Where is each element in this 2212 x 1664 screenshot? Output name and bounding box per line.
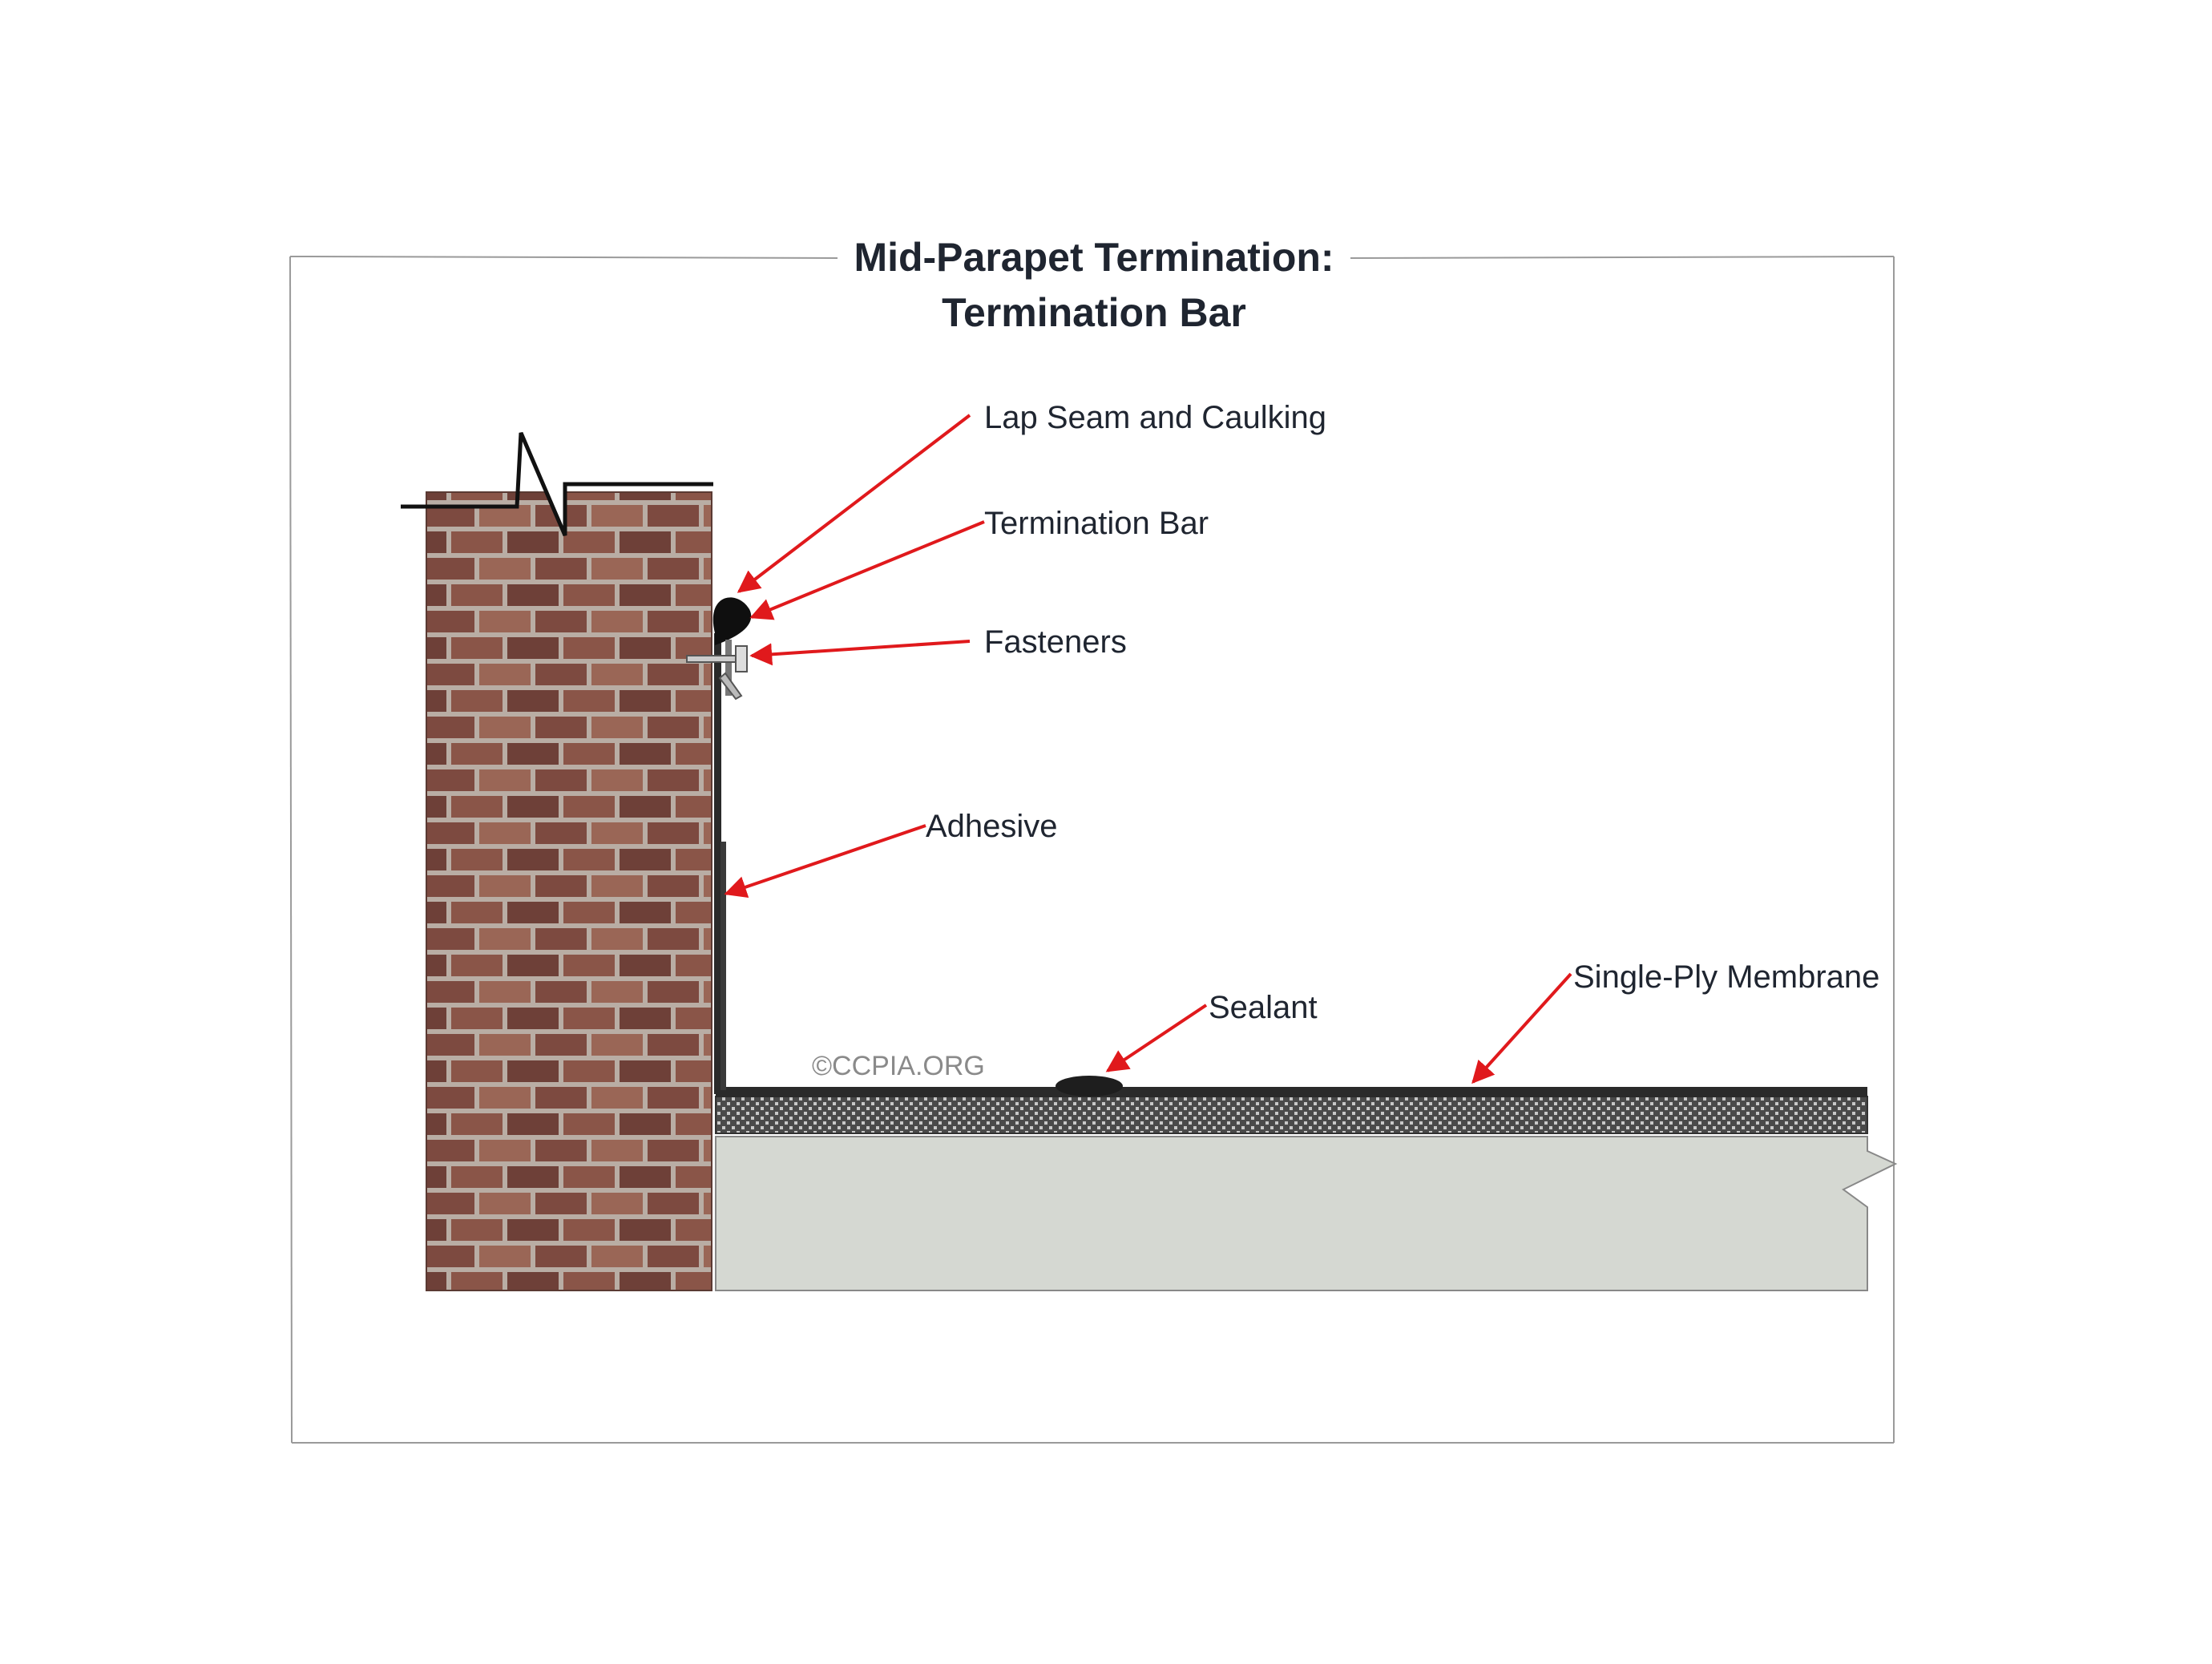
adhesive-strip <box>721 842 726 1090</box>
termination-bar-icon <box>725 640 732 696</box>
insulation-layer <box>715 1096 1868 1134</box>
arrow-lap-seam <box>737 414 971 593</box>
label-fasteners: Fasteners <box>984 624 1127 660</box>
label-lap-seam: Lap Seam and Caulking <box>984 400 1326 435</box>
wall-break-line <box>401 432 713 536</box>
fastener-head <box>735 645 748 672</box>
label-sealant: Sealant <box>1209 990 1318 1025</box>
roof-deck <box>715 1136 1898 1291</box>
label-adhesive: Adhesive <box>926 809 1058 844</box>
arrow-membrane <box>1471 972 1572 1084</box>
arrow-termination-bar <box>749 520 985 620</box>
title-line-1: Mid-Parapet Termination: <box>854 235 1334 280</box>
membrane-vertical <box>714 633 721 1094</box>
watermark: ©CCPIA.ORG <box>812 1051 985 1081</box>
caulking-bead <box>712 597 752 645</box>
arrow-fasteners <box>749 640 971 666</box>
label-membrane: Single-Ply Membrane <box>1573 959 1879 995</box>
leader-arrows <box>724 414 1572 1084</box>
arrow-adhesive <box>724 824 926 899</box>
parapet-wall <box>426 491 712 1291</box>
membrane-horizontal <box>716 1087 1867 1097</box>
sealant-bead <box>1056 1076 1123 1097</box>
fastener-shaft <box>686 655 744 663</box>
termination-bar-flange <box>718 672 743 701</box>
label-termination-bar: Termination Bar <box>984 506 1209 541</box>
title-line-2: Termination Bar <box>942 290 1246 335</box>
frame <box>289 256 1895 1444</box>
arrow-sealant <box>1105 1004 1208 1072</box>
